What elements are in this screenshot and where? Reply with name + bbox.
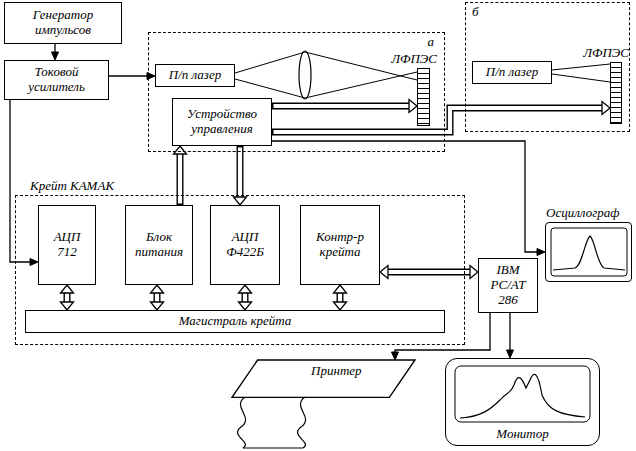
photodiode-array: ЛФПЭС [610,62,622,124]
wire [109,75,147,76]
monitor: Монитор [445,358,600,446]
laser-box: П/п лазер [155,64,235,87]
arrow-head [234,197,247,205]
node-heading: а [428,35,435,50]
arrow-shaft-inner [65,293,69,302]
bus-arrow [174,146,187,205]
node-label: П/п лазер [169,68,221,83]
oscilloscope-trace [553,236,625,270]
arrow-shaft [337,293,344,302]
node-label: АЦП 712 [47,230,87,260]
arrow-head [174,146,187,154]
arrow-head [380,266,388,279]
generator-box: Генератор импульсов [4,2,122,44]
arrow-shaft-inner [388,270,470,274]
arrow-shaft-inner [338,293,342,302]
module-box: Контр-р крейта [300,205,380,285]
arrow-shaft [272,108,602,132]
arrow-shaft-inner [155,293,159,302]
arrow-head [151,285,164,293]
arrow-shaft [237,146,244,197]
arrow-head [52,52,59,60]
bus-arrow [151,285,164,310]
arrow-head [334,302,347,310]
arrow-head [151,302,164,310]
bus-arrow [380,266,478,279]
arrow-head [409,100,417,113]
node-label: Генератор импульсов [8,8,118,38]
node-heading: Крейт КАМАК [28,179,116,194]
module-box: АЦП 712 [38,205,96,285]
arrow-shaft [64,293,71,302]
arrow-head [602,102,610,115]
module-box: АЦП Ф422Б [210,205,280,285]
arrow-shaft [177,154,184,205]
laser-box: П/п лазер [472,61,552,84]
arrow-shaft [154,293,161,302]
crate-region: Крейт КАМАКАЦП 712Блок питанияАЦП Ф422БК… [15,195,465,345]
bus-arrow [334,285,347,310]
arrow-shaft-inner [178,154,182,204]
wire [54,44,55,52]
photodiode-array: ЛФПЭС [417,68,430,126]
signal-line [52,44,59,60]
arrow-head [334,285,347,293]
node-heading: б [472,5,479,20]
printer: Принтер [232,360,415,428]
node-label: Блок питания [130,230,188,260]
arrow-head [30,259,38,266]
node-label: Магистраль крейта [179,314,292,329]
wire [10,100,30,262]
node-label: Токовой усилитель [9,65,104,95]
node-heading: Принтер [258,364,415,379]
module-box: Блок питания [125,205,193,285]
node-label: П/п лазер [486,65,538,80]
arrow-shaft-inner [274,104,410,108]
arrow-shaft [272,103,409,110]
arrow-shaft-inner [274,108,603,132]
oscilloscope: Осциллограф [545,222,632,282]
arrow-head [239,302,252,310]
arrow-head [239,285,252,293]
arrow-shaft [242,293,249,302]
printer-paper [238,397,306,448]
arrow-shaft [388,269,470,276]
monitor-screen [455,366,590,422]
spectrum-curve [460,374,585,418]
arrow-shaft-inner [238,148,242,198]
bus-arrow [239,285,252,310]
node-label: IBM PC/AT 286 [483,263,533,308]
node-heading: ЛФПЭС [583,46,629,61]
printer-body [232,360,415,397]
bus-box: Магистраль крейта [25,310,445,333]
signal-line [507,313,514,358]
arrow-head [537,249,545,256]
node-heading: Осциллограф [546,206,619,221]
arrow-head [61,302,74,310]
arrow-head [507,350,514,358]
oscilloscope-screen [551,228,627,276]
node-label: Устройство управления [177,107,267,137]
amplifier-box: Токовой усилитель [4,60,109,100]
bus-arrow [234,146,247,205]
setup-region: бП/п лазер ЛФПЭС [465,2,630,132]
wire [509,313,510,350]
control-box: Устройство управления [172,98,272,146]
arrow-shaft-inner [243,293,247,302]
bus-arrow [272,100,417,113]
arrow-head [470,266,478,279]
bus-arrow [61,285,74,310]
node-label: АЦП Ф422Б [220,230,270,260]
node-heading: Монитор [446,427,599,442]
node-heading: ЛФПЭС [391,52,437,67]
node-label: Контр-р крейта [310,230,370,260]
setup-region: аП/п лазер ЛФПЭС Устройство управления [148,32,445,152]
bus-arrow [272,102,610,133]
computer-box: IBM PC/AT 286 [478,258,538,313]
arrow-head [392,352,399,360]
arrow-head [61,285,74,293]
lens [299,51,311,99]
